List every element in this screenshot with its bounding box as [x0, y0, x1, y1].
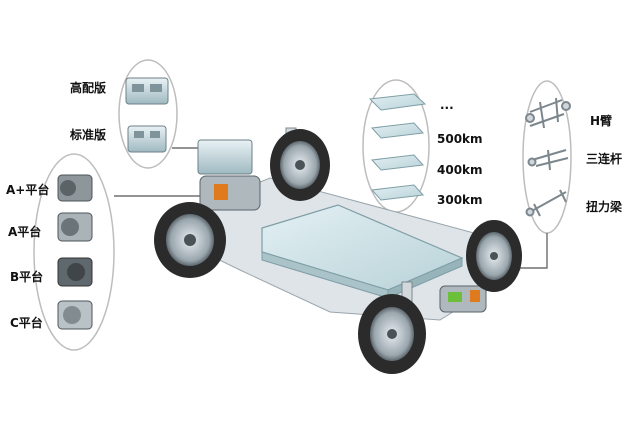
battery-pack-500 — [370, 122, 425, 139]
motor-label-c: C平台 — [10, 316, 43, 330]
front-right-wheel — [270, 129, 330, 201]
suspension-connector — [520, 233, 548, 269]
battery-pack-more — [368, 93, 427, 111]
battery-pack-300 — [370, 184, 425, 201]
front-left-wheel — [154, 202, 226, 278]
controller-label-standard: 标准版 — [70, 128, 107, 142]
chassis-front-motor — [199, 175, 261, 211]
suspension-torsion-beam-thumbnail — [525, 189, 567, 217]
motor-label-b: B平台 — [10, 270, 44, 284]
controller-high-thumbnail — [125, 77, 169, 105]
controller-standard-thumbnail — [127, 125, 167, 153]
battery-label-400km: 400km — [437, 163, 483, 177]
battery-label-more: ... — [440, 98, 454, 112]
suspension-label-three-link: 三连杆 — [586, 152, 623, 166]
motor-b-thumbnail — [57, 257, 93, 287]
suspension-label-h-arm: H臂 — [590, 114, 613, 128]
motor-oval — [33, 153, 115, 351]
controller-oval — [118, 59, 178, 169]
battery-label-500km: 500km — [437, 132, 483, 146]
suspension-label-torsion-beam: 扭力梁 — [586, 200, 623, 214]
rear-left-wheel — [358, 294, 426, 374]
motor-label-a-plus: A+平台 — [6, 183, 50, 197]
controller-label-high: 高配版 — [70, 81, 107, 95]
chassis-controller — [197, 139, 253, 175]
battery-label-300km: 300km — [437, 193, 483, 207]
battery-thumbnails — [368, 93, 427, 201]
motor-a-plus-thumbnail — [57, 174, 93, 202]
battery-pack-400 — [370, 154, 425, 171]
motor-c-thumbnail — [57, 300, 93, 330]
motor-a-thumbnail — [57, 212, 93, 242]
suspension-h-arm-thumbnail — [525, 97, 571, 129]
motor-label-a: A平台 — [8, 225, 42, 239]
rear-right-wheel — [466, 220, 522, 292]
suspension-three-link-thumbnail — [527, 149, 569, 171]
